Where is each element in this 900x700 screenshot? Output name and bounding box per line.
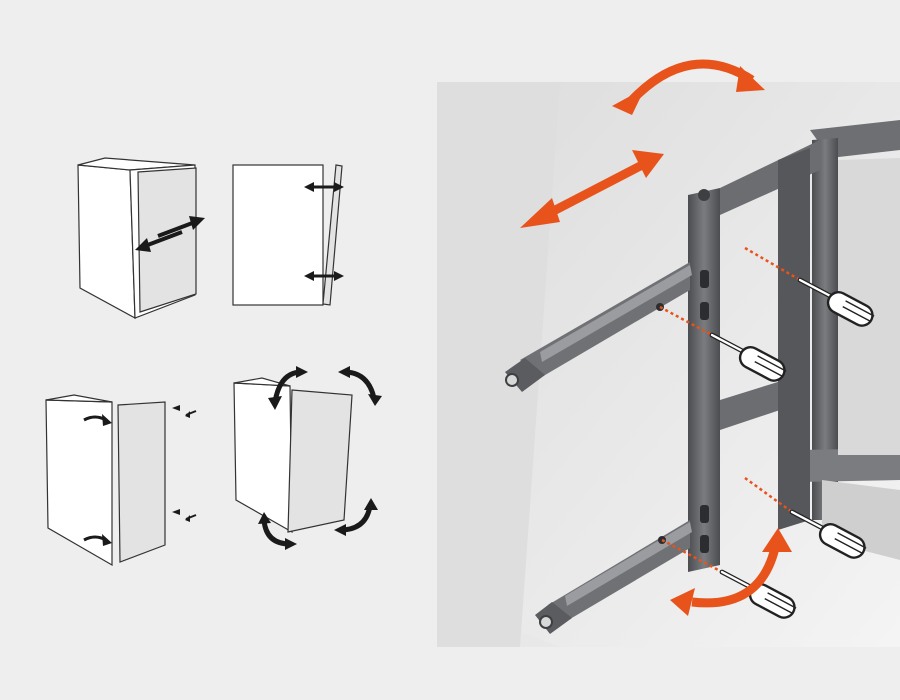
double-arrow-icon (304, 182, 344, 281)
cabinet-frame (800, 120, 900, 560)
curved-arrow-icon (612, 59, 765, 115)
dashed-guide (659, 246, 801, 574)
small-arrow-icon (172, 405, 197, 522)
curved-arrow-icon (258, 366, 382, 550)
diagram-side-in-out (232, 164, 344, 306)
curved-arrow-icon (670, 528, 792, 616)
double-arrow-icon (520, 150, 664, 228)
double-arrow-icon (135, 216, 205, 252)
diagram-push-pull (77, 157, 205, 320)
diagram-corner-rotate (233, 366, 382, 550)
mounting-bracket (688, 140, 820, 572)
curved-arrow-icon (83, 414, 112, 546)
upper-rail (505, 262, 692, 392)
diagram-hinge-turn (45, 394, 197, 567)
lower-rail (535, 520, 692, 634)
